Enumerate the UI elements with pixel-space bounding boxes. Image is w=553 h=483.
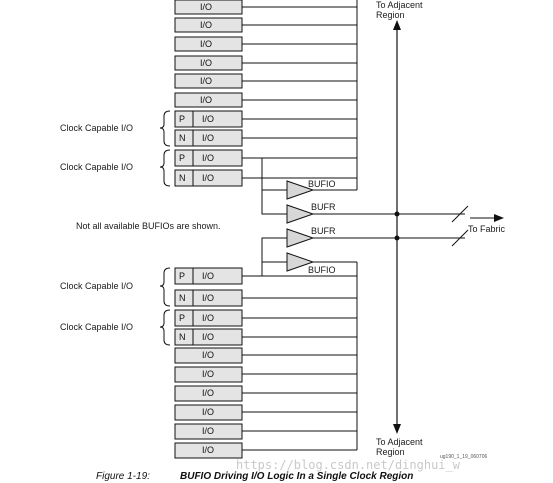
bufio-top xyxy=(286,180,338,200)
io-box-n xyxy=(174,289,357,307)
io-box xyxy=(174,0,357,15)
bufr-label: BUFR xyxy=(311,226,336,236)
not-all-note: Not all available BUFIOs are shown. xyxy=(76,221,221,231)
io-box xyxy=(174,55,357,71)
io-label: I/O xyxy=(200,76,212,86)
io-label: I/O xyxy=(202,133,214,143)
fabric-arrow xyxy=(470,214,504,222)
region-line xyxy=(393,20,401,434)
bufio-bottom xyxy=(286,252,338,272)
region-label-top-line2: Region xyxy=(376,10,405,20)
io-box xyxy=(174,36,357,52)
io-label: I/O xyxy=(200,20,212,30)
io-box-n xyxy=(174,129,357,147)
io-label: I/O xyxy=(202,426,214,436)
io-box xyxy=(174,366,357,383)
io-label: I/O xyxy=(202,388,214,398)
clock-capable-label: Clock Capable I/O xyxy=(60,281,133,291)
io-box xyxy=(174,92,357,108)
io-box-n xyxy=(174,328,357,346)
p-label: P xyxy=(179,271,185,281)
clock-capable-label: Clock Capable I/O xyxy=(60,162,133,172)
bottom-io-column xyxy=(174,261,358,459)
to-fabric-label: To Fabric xyxy=(468,224,506,234)
bufio-label: BUFIO xyxy=(308,265,336,275)
figure-title: BUFIO Driving I/O Logic In a Single Cloc… xyxy=(180,471,413,482)
io-label: I/O xyxy=(200,58,212,68)
p-label: P xyxy=(179,153,185,163)
bufio-label: BUFIO xyxy=(308,179,336,189)
brackets xyxy=(159,110,171,346)
io-label: I/O xyxy=(200,2,212,12)
n-label: N xyxy=(179,332,186,342)
io-box xyxy=(174,423,357,440)
io-label: I/O xyxy=(202,114,214,124)
clock-capable-label: Clock Capable I/O xyxy=(60,123,133,133)
n-label: N xyxy=(179,133,186,143)
io-box xyxy=(174,17,357,33)
clock-routing xyxy=(242,157,469,277)
p-label: P xyxy=(179,114,185,124)
io-label: I/O xyxy=(202,313,214,323)
n-label: N xyxy=(179,293,186,303)
figure-number: Figure 1-19: xyxy=(96,471,150,482)
io-box xyxy=(174,73,357,89)
io-box-n xyxy=(174,169,357,187)
io-box-p xyxy=(174,309,357,327)
io-box xyxy=(174,347,357,364)
region-label-bottom-line2: Region xyxy=(376,447,405,457)
io-label: I/O xyxy=(202,173,214,183)
io-box xyxy=(174,385,357,402)
bufr-bottom xyxy=(286,228,315,248)
region-label-bottom-line1: To Adjacent xyxy=(376,437,423,447)
n-label: N xyxy=(179,173,186,183)
io-label: I/O xyxy=(202,407,214,417)
io-label: I/O xyxy=(202,271,214,281)
io-box-p xyxy=(174,110,357,128)
io-label: I/O xyxy=(202,332,214,342)
watermark: https://blog.csdn.net/dinghui_w xyxy=(236,458,461,472)
io-box xyxy=(174,442,357,459)
io-label: I/O xyxy=(200,95,212,105)
io-label: I/O xyxy=(202,445,214,455)
io-label: I/O xyxy=(202,153,214,163)
io-label: I/O xyxy=(200,39,212,49)
region-label-top-line1: To Adjacent xyxy=(376,0,423,10)
io-box xyxy=(174,404,357,421)
bufr-top xyxy=(286,204,315,224)
p-label: P xyxy=(179,313,185,323)
figure-id: ug190_1_19_060706 xyxy=(440,454,487,460)
bufr-label: BUFR xyxy=(311,202,336,212)
clock-capable-label: Clock Capable I/O xyxy=(60,322,133,332)
io-label: I/O xyxy=(202,293,214,303)
io-label: I/O xyxy=(202,369,214,379)
io-label: I/O xyxy=(202,350,214,360)
